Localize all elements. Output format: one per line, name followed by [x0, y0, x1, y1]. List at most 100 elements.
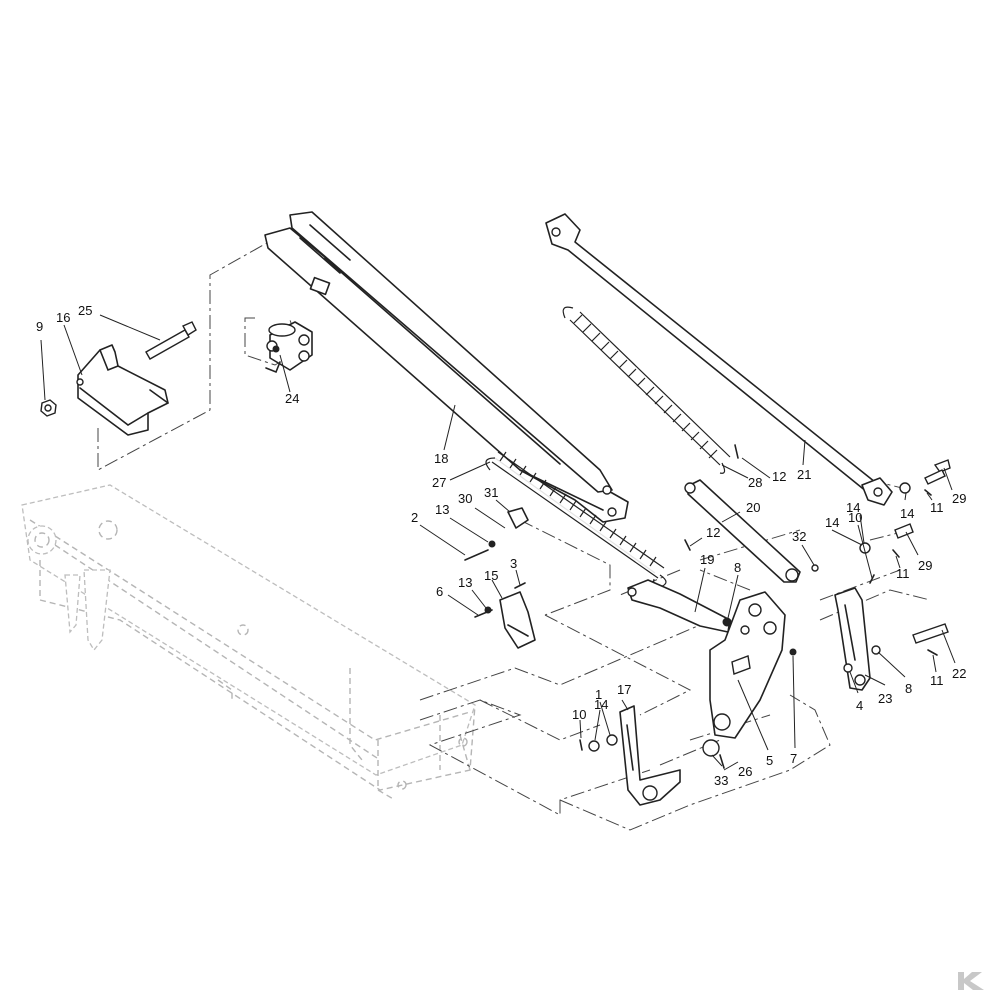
callout-label: 10 [848, 510, 862, 525]
callout-label: 11 [930, 673, 944, 688]
callout-14b: 14 [846, 500, 865, 544]
spring-anchor-31 [507, 507, 529, 529]
callout-label: 17 [617, 682, 631, 697]
callout-label: 29 [952, 491, 966, 506]
callout-29a: 29 [943, 467, 966, 506]
callout-12a: 12 [741, 457, 786, 484]
callout-11a: 11 [926, 492, 944, 515]
callout-label: 33 [714, 773, 728, 788]
callout-9: 9 [36, 319, 46, 401]
callout-label: 12 [706, 525, 720, 540]
callout-label: 11 [896, 566, 910, 581]
brand-logo [958, 972, 984, 990]
callout-label: 16 [56, 310, 70, 325]
bracket-16 [76, 344, 169, 436]
latch-plate-15 [499, 591, 536, 649]
callout-33: 33 [711, 754, 728, 788]
callout-label: 12 [772, 469, 786, 484]
callout-5: 5 [737, 679, 773, 768]
callout-label: 18 [434, 451, 448, 466]
callout-20: 20 [721, 500, 760, 523]
callout-13b: 13 [458, 575, 487, 609]
lever-arm-17 [619, 705, 681, 806]
callout-label: 1 [595, 687, 602, 702]
push-rod-21 [545, 213, 893, 506]
callout-13a: 13 [435, 502, 489, 543]
callout-30: 30 [458, 491, 506, 529]
callout-label: 32 [792, 529, 806, 544]
callout-label: 24 [285, 391, 299, 406]
callout-12b: 12 [689, 525, 720, 547]
nut-9 [40, 399, 57, 417]
hardware-items [464, 444, 951, 769]
callout-label: 3 [510, 556, 517, 571]
callout-label: 9 [36, 319, 43, 334]
callout-label: 20 [746, 500, 760, 515]
callout-15: 15 [484, 568, 503, 599]
callout-10b: 10 [572, 707, 586, 739]
callout-label: 29 [918, 558, 932, 573]
callout-label: 7 [790, 751, 797, 766]
callout-29b: 29 [905, 531, 932, 573]
lever-arm-23 [834, 587, 871, 691]
callout-label: 4 [856, 698, 863, 713]
callout-14d: 14 [594, 697, 608, 741]
callout-8b: 8 [877, 651, 912, 696]
ghost-frame [21, 484, 476, 801]
callout-label: 8 [734, 560, 741, 575]
callout-label: 14 [900, 506, 914, 521]
callout-label: 14 [825, 515, 839, 530]
callout-10a: 10 [848, 510, 873, 579]
callout-1: 1 [595, 687, 611, 736]
callout-7: 7 [790, 655, 797, 766]
link-rod-20 [684, 479, 801, 583]
callout-28: 28 [721, 464, 762, 490]
callout-8a: 8 [727, 560, 741, 619]
callout-22: 22 [941, 629, 966, 681]
callout-26: 26 [723, 761, 752, 779]
callout-3: 3 [510, 556, 521, 586]
callout-label: 30 [458, 491, 472, 506]
tension-spring-28 [562, 306, 731, 474]
callout-4: 4 [849, 671, 863, 713]
callout-label: 13 [458, 575, 472, 590]
callout-label: 27 [432, 475, 446, 490]
callout-31: 31 [484, 485, 511, 513]
callout-label: 19 [700, 552, 714, 567]
callout-label: 14 [846, 500, 860, 515]
callout-23: 23 [864, 674, 892, 706]
callout-label: 5 [766, 753, 773, 768]
callout-19: 19 [694, 552, 714, 613]
callout-label: 26 [738, 764, 752, 779]
linkage-plate-19 [627, 579, 731, 633]
callout-label: 21 [797, 467, 811, 482]
callout-label: 28 [748, 475, 762, 490]
callout-label: 10 [572, 707, 586, 722]
callout-label: 25 [78, 303, 92, 318]
callout-label: 6 [436, 584, 443, 599]
callout-17: 17 [617, 682, 631, 711]
callout-25: 25 [78, 303, 161, 341]
callout-label: 15 [484, 568, 498, 583]
bolt-25 [145, 321, 197, 360]
callout-11c: 11 [930, 654, 944, 688]
callout-16: 16 [56, 310, 83, 376]
callout-18: 18 [434, 404, 456, 466]
lift-arm-18 [264, 211, 629, 523]
callout-14a: 14 [825, 515, 863, 546]
callout-27: 27 [432, 461, 491, 490]
callout-label: 13 [435, 502, 449, 517]
callout-11b: 11 [895, 555, 910, 581]
callout-label: 31 [484, 485, 498, 500]
callout-24: 24 [279, 354, 299, 406]
callout-2: 2 [411, 510, 466, 556]
callout-label: 2 [411, 510, 418, 525]
callout-label: 23 [878, 691, 892, 706]
callout-label: 22 [952, 666, 966, 681]
bellcrank-5 [709, 591, 786, 739]
callout-14c: 14 [900, 492, 914, 521]
callout-label: 11 [930, 500, 944, 515]
callout-32: 32 [792, 529, 815, 566]
callout-21: 21 [797, 439, 811, 482]
